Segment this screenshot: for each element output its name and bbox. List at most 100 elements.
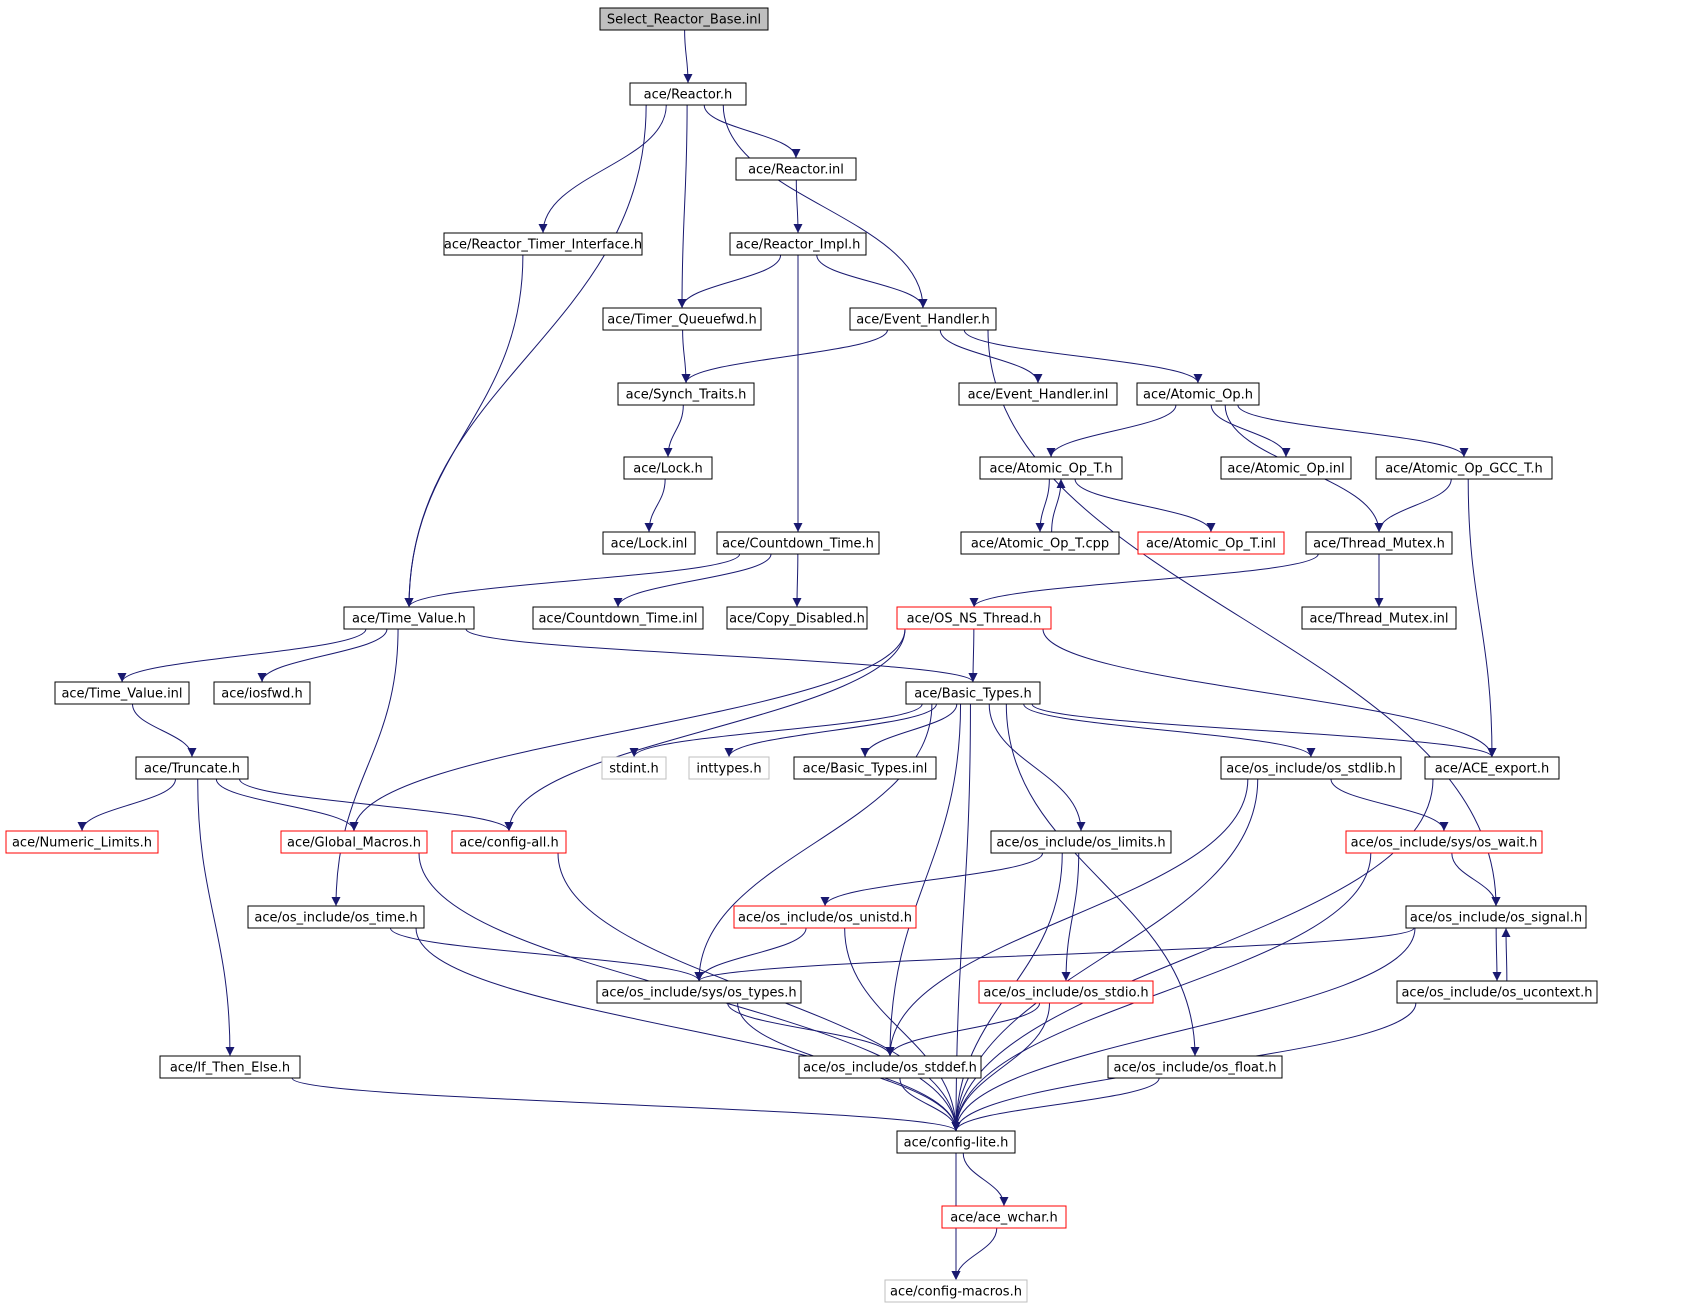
node-box — [602, 307, 762, 331]
node-ace-numeric-limits-h[interactable]: ace/Numeric_Limits.h — [5, 830, 159, 854]
node-label: ace/ACE_export.h — [1435, 762, 1549, 777]
node-ace-os-include-os-unistd-h[interactable]: ace/os_include/os_unistd.h — [733, 905, 917, 929]
node-label: ace/Basic_Types.h — [914, 687, 1031, 702]
node-box — [958, 382, 1118, 406]
node-ace-os-include-os-stddef-h[interactable]: ace/os_include/os_stddef.h — [798, 1055, 982, 1079]
node-ace-ace-wchar-h[interactable]: ace/ace_wchar.h — [941, 1205, 1067, 1229]
edge-aopgcc-to-export — [1467, 478, 1497, 758]
edge-wait-to-signal — [1451, 852, 1501, 907]
node-ace-thread-mutex-inl[interactable]: ace/Thread_Mutex.inl — [1301, 606, 1457, 630]
node-ace-os-include-sys-os-wait-h[interactable]: ace/os_include/sys/os_wait.h — [1345, 830, 1543, 854]
node-ace-atomic-op-t-inl[interactable]: ace/Atomic_Op_T.inl — [1137, 531, 1285, 555]
edge-root-to-reactor_h — [683, 29, 693, 84]
node-stdint-h[interactable]: stdint.h — [601, 756, 667, 780]
node-ace-reactor-impl-h[interactable]: ace/Reactor_Impl.h — [729, 232, 867, 256]
node-ace-os-include-os-stdio-h[interactable]: ace/os_include/os_stdio.h — [978, 980, 1154, 1004]
node-label: ace/Time_Value.h — [352, 612, 466, 627]
node-label: ace/Atomic_Op_T.h — [990, 462, 1113, 477]
node-ace-os-include-os-signal-h[interactable]: ace/os_include/os_signal.h — [1405, 905, 1587, 929]
node-box — [532, 606, 704, 630]
node-box — [213, 681, 311, 705]
node-ace-basic-types-h[interactable]: ace/Basic_Types.h — [905, 681, 1041, 705]
node-box — [135, 756, 249, 780]
node-ace-lock-inl[interactable]: ace/Lock.inl — [602, 531, 696, 555]
node-label: ace/Atomic_Op.inl — [1227, 462, 1344, 477]
node-label: ace/Synch_Traits.h — [626, 388, 747, 403]
node-ace-reactor-h[interactable]: ace/Reactor.h — [629, 82, 747, 106]
node-box — [896, 1130, 1016, 1154]
node-ace-basic-types-inl[interactable]: ace/Basic_Types.inl — [793, 756, 937, 780]
node-ace-synch-traits-h[interactable]: ace/Synch_Traits.h — [617, 382, 755, 406]
node-box — [280, 830, 428, 854]
node-inttypes-h[interactable]: inttypes.h — [688, 756, 770, 780]
node-box — [623, 456, 713, 480]
node-ace-atomic-op-t-cpp[interactable]: ace/Atomic_Op_T.cpp — [960, 531, 1120, 555]
node-label: ace/Countdown_Time.h — [722, 537, 874, 552]
node-ace-truncate-h[interactable]: ace/Truncate.h — [135, 756, 249, 780]
node-label: ace/Event_Handler.h — [856, 313, 990, 328]
node-label: ace/OS_NS_Thread.h — [907, 612, 1042, 627]
node-ace-os-include-os-limits-h[interactable]: ace/os_include/os_limits.h — [990, 830, 1172, 854]
node-ace-if-then-else-h[interactable]: ace/If_Then_Else.h — [159, 1055, 301, 1079]
node-box — [1424, 756, 1560, 780]
node-ace-os-include-os-float-h[interactable]: ace/os_include/os_float.h — [1107, 1055, 1283, 1079]
node-box — [1405, 905, 1587, 929]
node-box — [601, 756, 667, 780]
node-ace-time-value-inl[interactable]: ace/Time_Value.inl — [54, 681, 190, 705]
edge-basic-to-stdlib — [1023, 703, 1316, 758]
node-ace-event-handler-h[interactable]: ace/Event_Handler.h — [849, 307, 997, 331]
edge-wchar-to-cfgmac — [951, 1227, 998, 1281]
node-ace-config-all-h[interactable]: ace/config-all.h — [451, 830, 567, 854]
node-box — [159, 1055, 301, 1079]
node-label: ace/Lock.h — [633, 462, 703, 477]
node-ace-lock-h[interactable]: ace/Lock.h — [623, 456, 713, 480]
node-label: ace/Truncate.h — [144, 762, 240, 777]
node-ace-os-include-os-time-h[interactable]: ace/os_include/os_time.h — [247, 905, 425, 929]
node-ace-atomic-op-t-h[interactable]: ace/Atomic_Op_T.h — [979, 456, 1123, 480]
edge-basic-to-stddef — [885, 703, 962, 1057]
node-box — [1305, 531, 1453, 555]
node-ace-config-macros-h[interactable]: ace/config-macros.h — [884, 1279, 1028, 1303]
node-label: ace/os_include/sys/os_types.h — [601, 986, 796, 1001]
node-ace-atomic-op-gcc-t-h[interactable]: ace/Atomic_Op_GCC_T.h — [1375, 456, 1553, 480]
node-ace-config-lite-h[interactable]: ace/config-lite.h — [896, 1130, 1016, 1154]
node-ace-atomic-op-inl[interactable]: ace/Atomic_Op.inl — [1220, 456, 1352, 480]
node-ace-reactor-inl[interactable]: ace/Reactor.inl — [735, 157, 857, 181]
node-ace-os-include-os-ucontext-h[interactable]: ace/os_include/os_ucontext.h — [1396, 980, 1598, 1004]
edge-rimpl-to-tqfwd — [677, 254, 782, 309]
node-ace-ace-export-h[interactable]: ace/ACE_export.h — [1424, 756, 1560, 780]
node-box — [978, 980, 1154, 1004]
node-ace-copy-disabled-h[interactable]: ace/Copy_Disabled.h — [726, 606, 868, 630]
node-ace-os-include-os-stdlib-h[interactable]: ace/os_include/os_stdlib.h — [1220, 756, 1402, 780]
node-ace-reactor-timer-interface-h[interactable]: ace/Reactor_Timer_Interface.h — [443, 232, 643, 256]
node-box — [1220, 756, 1402, 780]
node-label: ace/os_include/os_stdio.h — [983, 986, 1148, 1001]
node-label: ace/Numeric_Limits.h — [12, 836, 152, 851]
node-ace-countdown-time-h[interactable]: ace/Countdown_Time.h — [716, 531, 880, 555]
node-ace-global-macros-h[interactable]: ace/Global_Macros.h — [280, 830, 428, 854]
node-box — [1137, 531, 1285, 555]
edge-float-to-cfglite — [951, 1077, 1160, 1132]
node-label: ace/Copy_Disabled.h — [729, 612, 865, 627]
edge-eh-to-signal — [987, 329, 1501, 907]
edge-ucontext-to-signal — [1501, 927, 1511, 982]
node-box — [1396, 980, 1598, 1004]
node-box — [596, 980, 802, 1004]
node-ace-time-value-h[interactable]: ace/Time_Value.h — [343, 606, 475, 630]
node-ace-timer-queuefwd-h[interactable]: ace/Timer_Queuefwd.h — [602, 307, 762, 331]
node-ace-event-handler-inl[interactable]: ace/Event_Handler.inl — [958, 382, 1118, 406]
node-ace-atomic-op-h[interactable]: ace/Atomic_Op.h — [1136, 382, 1260, 406]
node-ace-countdown-time-inl[interactable]: ace/Countdown_Time.inl — [532, 606, 704, 630]
node-label: ace/Countdown_Time.inl — [538, 612, 697, 627]
node-label: ace/Event_Handler.inl — [968, 388, 1109, 403]
node-select-reactor-base-inl[interactable]: Select_Reactor_Base.inl — [599, 7, 769, 31]
node-ace-os-ns-thread-h[interactable]: ace/OS_NS_Thread.h — [896, 606, 1052, 630]
node-ace-iosfwd-h[interactable]: ace/iosfwd.h — [213, 681, 311, 705]
node-ace-thread-mutex-h[interactable]: ace/Thread_Mutex.h — [1305, 531, 1453, 555]
node-label: ace/If_Then_Else.h — [170, 1061, 290, 1076]
node-label: ace/Timer_Queuefwd.h — [607, 313, 756, 328]
node-ace-os-include-sys-os-types-h[interactable]: ace/os_include/sys/os_types.h — [596, 980, 802, 1004]
edge-ostime-to-systypes — [389, 927, 704, 982]
edge-basic-to-inttypes — [724, 703, 937, 758]
